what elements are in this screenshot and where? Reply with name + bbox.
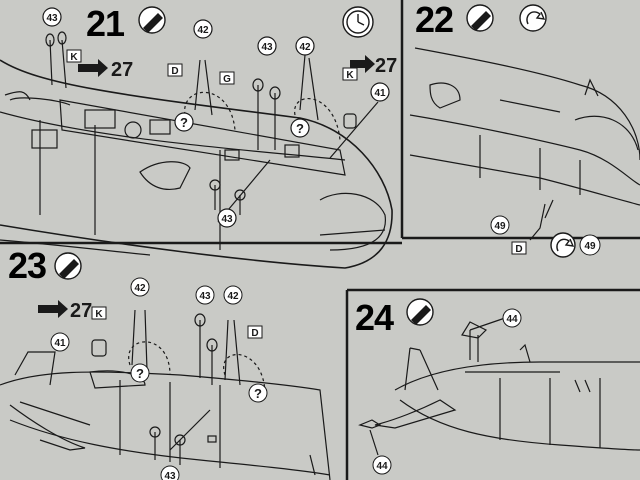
flag-k2: K [346, 70, 354, 81]
ref-49: 49 [584, 241, 596, 252]
glue-tube-icon [138, 6, 166, 34]
rotate-icon [519, 4, 547, 32]
step-23-labels: 23 27 K D 41 42 43 42 43 ? ? [8, 245, 268, 480]
step-23-panel [0, 309, 331, 480]
arrow-target-27: 27 [111, 59, 133, 81]
part-44b: 44 [376, 461, 388, 472]
step-24-number: 24 [355, 297, 394, 338]
step-23-number: 23 [8, 245, 46, 286]
part-41-s23: 41 [54, 338, 66, 349]
step-22-panel [409, 47, 640, 241]
step-22-number: 22 [415, 0, 453, 40]
question-icon: ? [296, 121, 304, 136]
flag-d: D [171, 66, 178, 77]
glue-tube-icon [54, 252, 82, 280]
glue-tube-icon [406, 298, 434, 326]
arrow-to-27-s23 [38, 300, 68, 318]
clock-icon [342, 6, 374, 38]
part-43-s23: 43 [199, 291, 211, 302]
question-icon: ? [180, 115, 188, 130]
arrow-target-27b: 27 [375, 55, 397, 77]
question-icon: ? [254, 386, 262, 401]
part-43: 43 [46, 13, 58, 24]
part-42b-s23: 42 [227, 291, 239, 302]
step-24-labels: 24 44 44 [355, 297, 522, 475]
step-21-number: 21 [86, 3, 125, 44]
part-49: 49 [494, 221, 506, 232]
step-22-labels: 22 49 D 49 [415, 0, 601, 258]
part-42-s23: 42 [134, 283, 146, 294]
part-44: 44 [506, 314, 518, 325]
part-43b-s23: 43 [164, 471, 176, 480]
step-21-labels: 43 42 43 42 41 43 ? ? K D G K 27 27 [46, 13, 397, 225]
step-21-panel [0, 59, 393, 269]
flag-g: G [223, 74, 231, 85]
arrow-target-27-s23: 27 [70, 300, 92, 322]
part-43c: 43 [221, 214, 233, 225]
arrow-to-27b [350, 55, 375, 73]
arrow-to-27 [78, 59, 108, 77]
glue-tube-icon [466, 4, 494, 32]
part-41: 41 [374, 88, 386, 99]
step-21-callouts [42, 7, 390, 228]
part-42b: 42 [299, 42, 311, 53]
rotate-icon [550, 232, 576, 258]
step-24-panel [358, 317, 640, 456]
flag-d-23: D [251, 328, 258, 339]
flag-k-23: K [95, 309, 103, 320]
question-icon: ? [136, 366, 144, 381]
flag-k: K [70, 52, 78, 63]
part-42: 42 [197, 25, 209, 36]
part-43b: 43 [261, 42, 273, 53]
flag-d-22: D [515, 244, 522, 255]
